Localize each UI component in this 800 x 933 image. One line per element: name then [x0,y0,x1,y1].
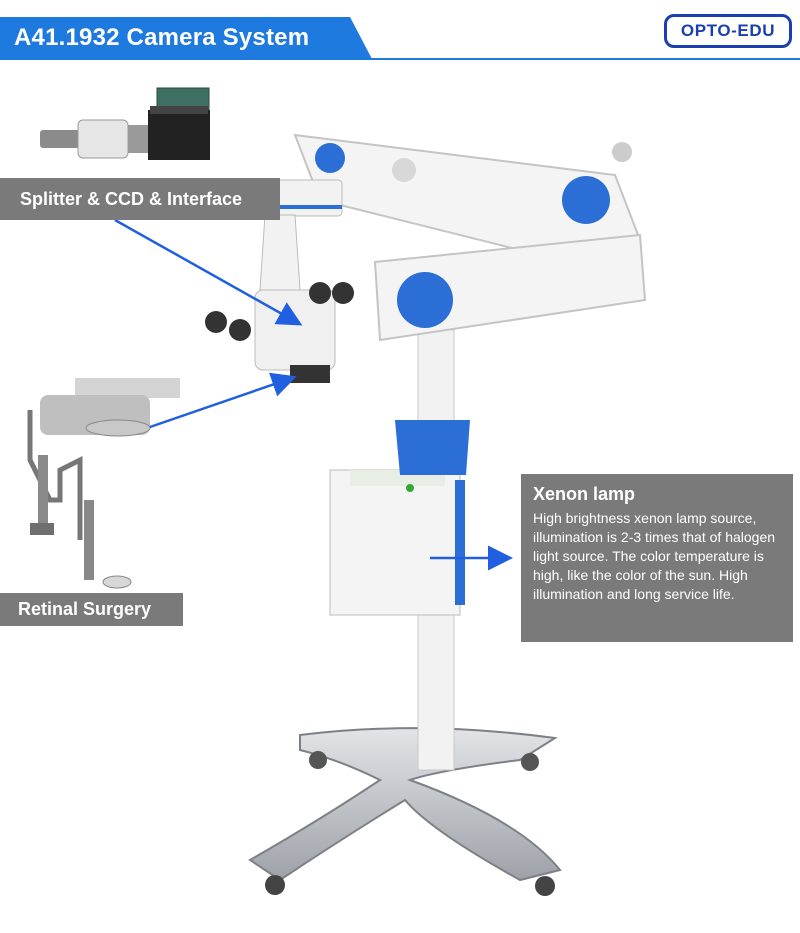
splitter-arrow [114,218,303,326]
page-title: A41.1932 Camera System [14,24,310,51]
ccd-camera-image [40,87,210,160]
retinal-label: Retinal Surgery [0,593,183,626]
microscope-base [248,727,562,896]
xenon-title: Xenon lamp [533,484,636,504]
header-divider [0,58,800,60]
retinal-arrow [149,372,297,429]
xenon-callout: Xenon lamp High brightness xenon lamp so… [521,474,793,642]
header-banner [0,17,372,59]
retinal-accessory-image [27,378,180,589]
xenon-lamp-housing [329,469,465,616]
splitter-label: Splitter & CCD & Interface [0,178,280,220]
xenon-description: High brightness xenon lamp source, illum… [533,510,776,602]
microscope-arm [293,133,647,342]
microscope-head [205,179,354,383]
blue-bracket [395,420,470,475]
brand-logo: OPTO-EDU [664,14,792,48]
